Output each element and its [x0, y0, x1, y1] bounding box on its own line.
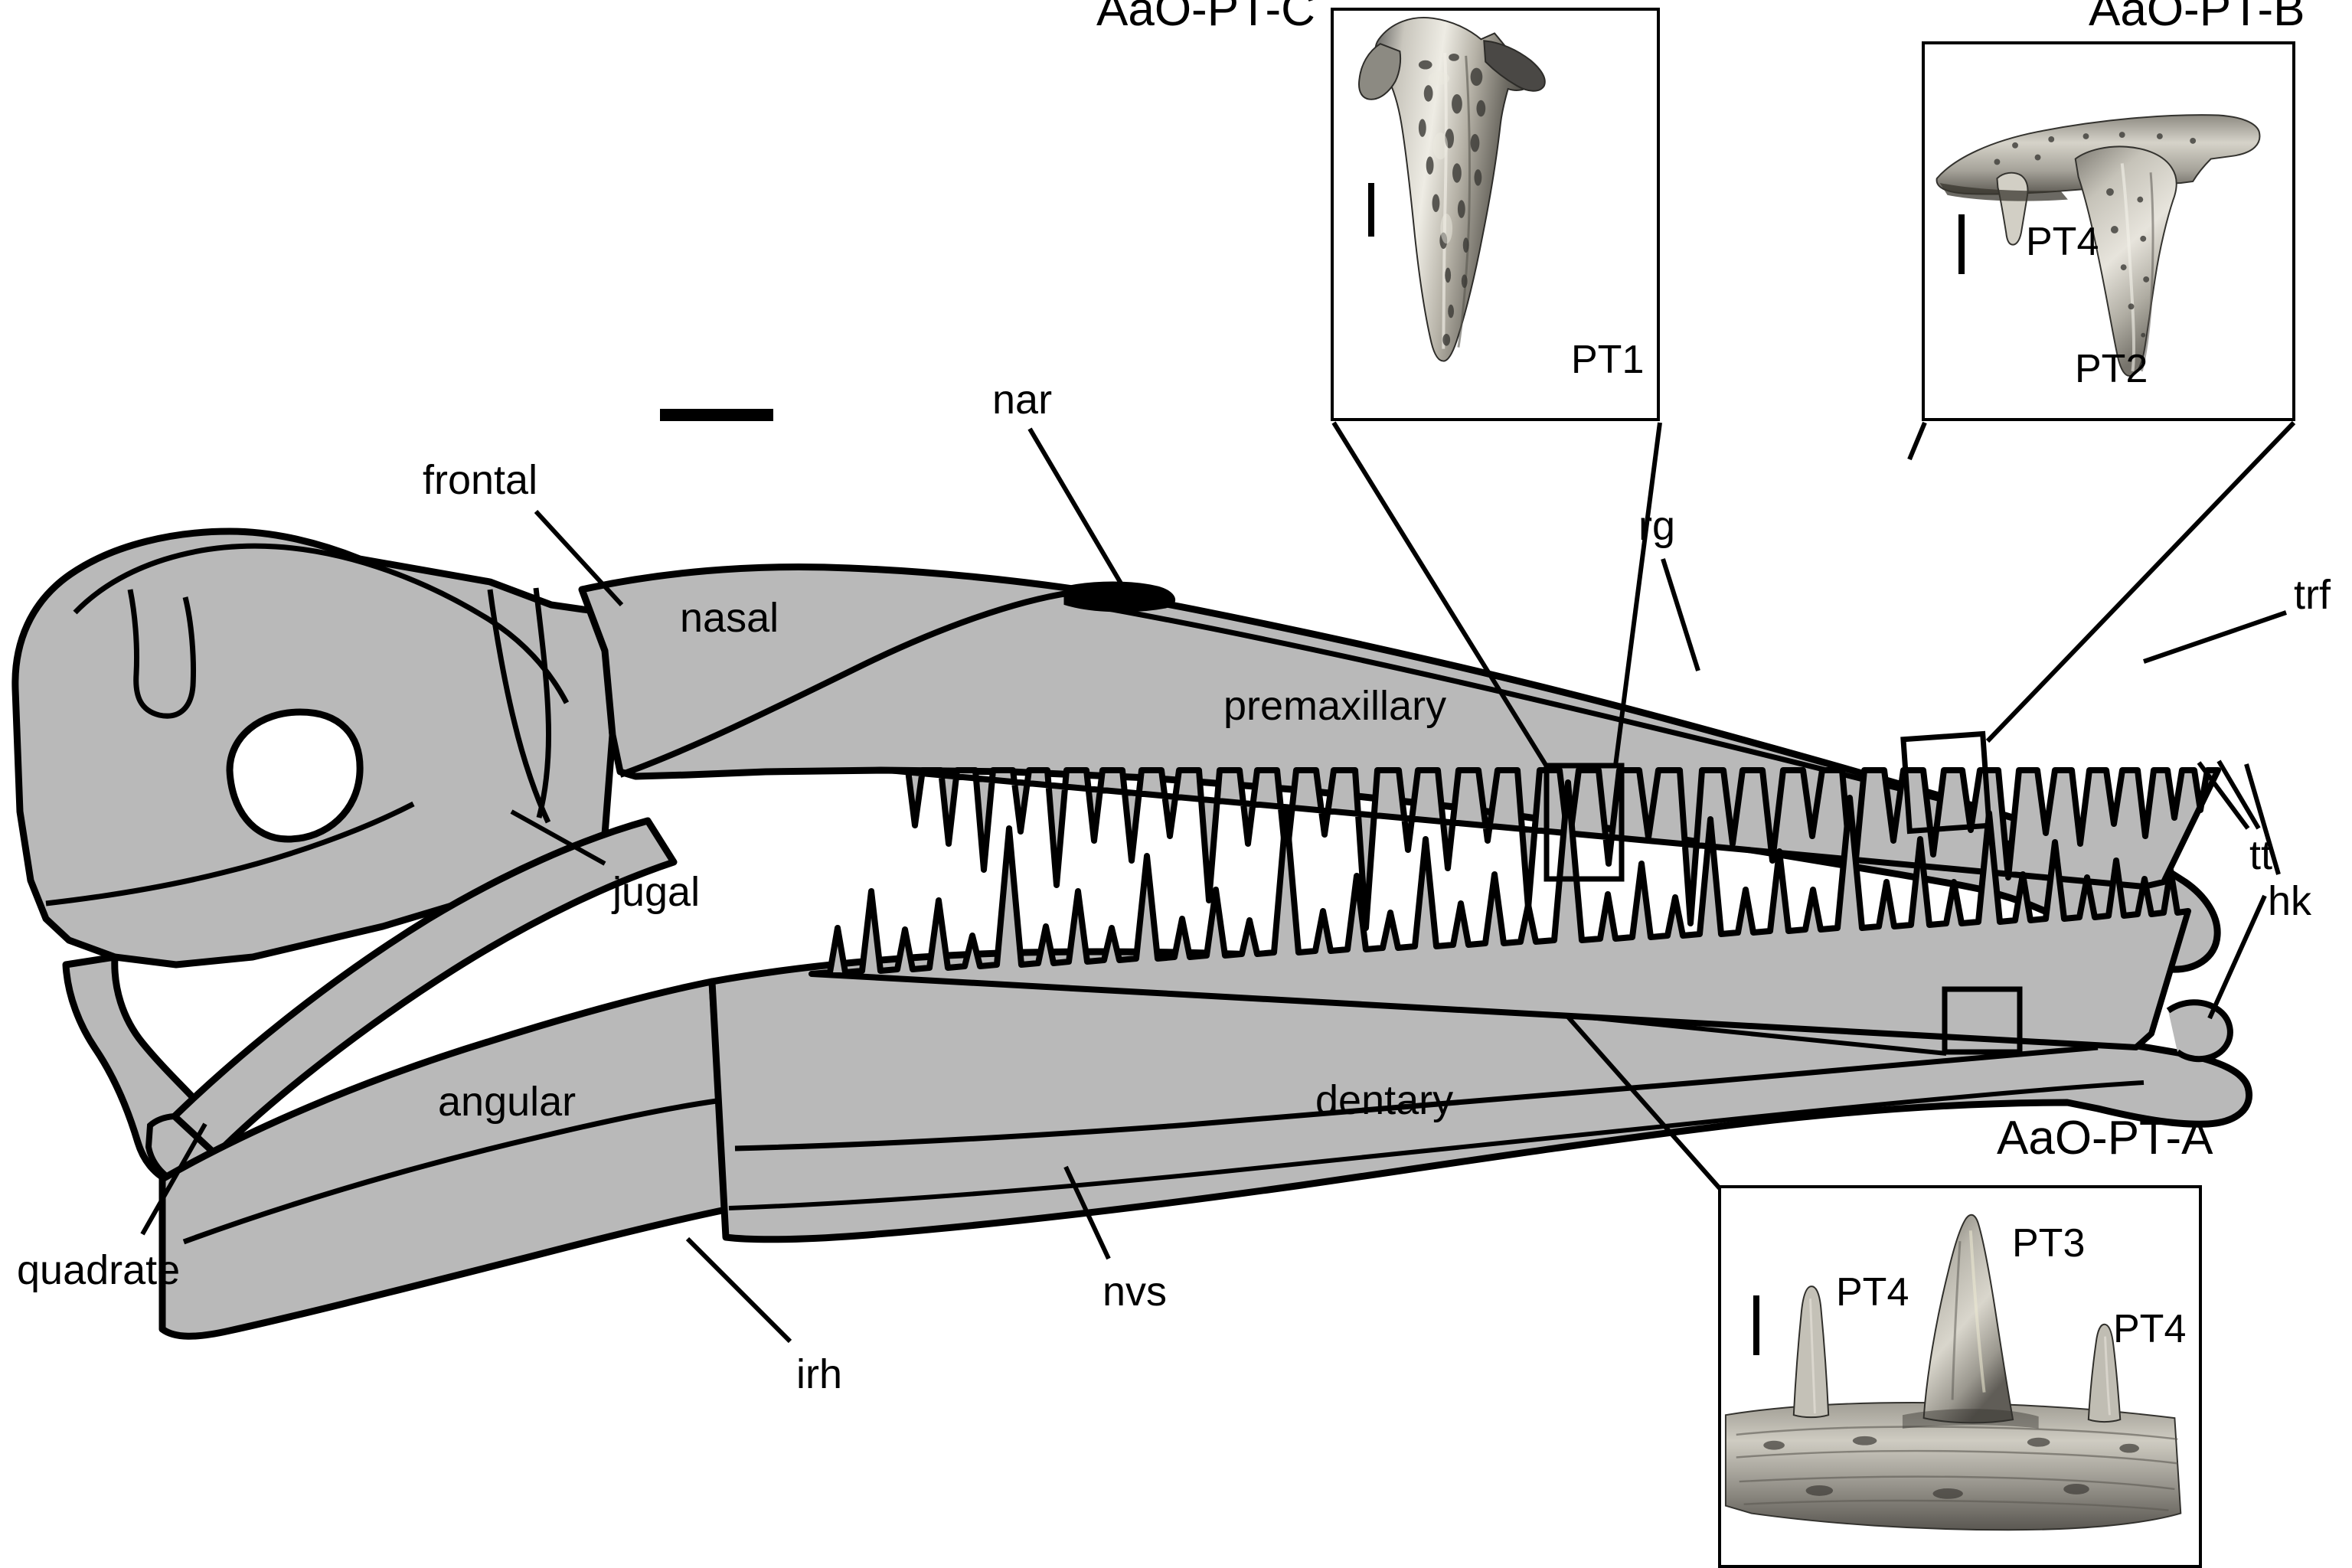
label-hk: hk	[2268, 878, 2312, 924]
leader-quadrate	[140, 1122, 207, 1236]
dentary-nvs-line	[734, 1044, 2099, 1152]
label-quadrate: quadrate	[17, 1247, 181, 1293]
label-dentary: dentary	[1315, 1077, 1454, 1123]
leader-nvs	[1063, 1165, 1111, 1260]
specimen-photo-pt2	[1936, 114, 2261, 377]
label-nasal: nasal	[680, 595, 779, 641]
label-premaxillary: premaxillary	[1223, 683, 1447, 729]
inset-aao-pt-a: PT4 PT3 PT4	[1718, 1185, 2202, 1568]
squamosal-notch	[127, 589, 197, 719]
dentary-lower-line	[728, 1080, 2145, 1210]
label-rg: rg	[1638, 503, 1676, 549]
naris	[1063, 581, 1176, 612]
label-leaders	[140, 427, 2287, 1344]
callout-target-pt1	[1544, 763, 1625, 882]
inset-title-aao-pt-b: AaO-PT-B	[2089, 0, 2305, 36]
scale-bar	[660, 409, 773, 421]
inset-scale-bar-pt2	[1958, 214, 1965, 274]
inset-aao-pt-c: PT1	[1331, 8, 1660, 421]
label-jugal: jugal	[612, 869, 701, 915]
specimen-photo-pt3	[1724, 1214, 2182, 1531]
label-nvs: nvs	[1102, 1269, 1168, 1315]
label-irh: irh	[796, 1351, 843, 1397]
callout-connectors	[1331, 420, 2296, 1190]
upper-tooth-row	[885, 767, 2221, 931]
inset-scale-bar-pt3	[1753, 1295, 1759, 1355]
leader-tt-1	[2197, 761, 2250, 830]
cheek-margin	[45, 801, 415, 906]
leader-frontal	[534, 509, 624, 607]
specimen-label-pt4-b: PT4	[2026, 220, 2099, 264]
callout-target-pt2	[1900, 730, 1992, 835]
label-tt: tt	[2249, 832, 2273, 878]
hk-hook	[2166, 999, 2233, 1063]
inset-aao-pt-b: PT4 PT2	[1922, 41, 2295, 421]
specimen-label-pt3: PT3	[2012, 1221, 2086, 1266]
leader-hk-2	[2207, 894, 2267, 1020]
orbit	[226, 708, 364, 843]
supratemporal-arch	[73, 543, 570, 704]
nasal-premaxillary-suture	[619, 590, 1073, 778]
specimen-label-pt2: PT2	[2075, 347, 2148, 391]
postorbital-suture	[487, 589, 551, 824]
inset-title-aao-pt-c: AaO-PT-C	[1096, 0, 1315, 36]
callout-target-pt3	[1942, 986, 2023, 1055]
angular-inner-line	[182, 1098, 717, 1245]
specimen-label-pt1: PT1	[1571, 338, 1645, 382]
leader-rg	[1661, 558, 1700, 671]
specimen-label-pt4-a-right: PT4	[2113, 1307, 2187, 1351]
label-frontal: frontal	[423, 457, 538, 503]
label-nar: nar	[992, 377, 1053, 423]
leader-trf	[2143, 610, 2287, 664]
leader-hk	[2244, 763, 2281, 875]
frontal-suture	[533, 587, 551, 818]
lower-tooth-row	[808, 779, 2191, 1050]
label-trf: trf	[2294, 572, 2331, 618]
leader-nar	[1027, 427, 1128, 593]
label-angular: angular	[438, 1079, 577, 1125]
jugal-bar	[171, 817, 678, 1158]
leader-irh	[685, 1236, 792, 1344]
inset-scale-bar-pt1	[1368, 183, 1374, 237]
leader-jugal	[510, 809, 606, 866]
leader-tt-2	[2216, 760, 2261, 830]
inset-title-aao-pt-a: AaO-PT-A	[1997, 1112, 2213, 1165]
specimen-label-pt4-a-left: PT4	[1836, 1270, 1909, 1315]
specimen-photo-pt1	[1358, 17, 1546, 362]
